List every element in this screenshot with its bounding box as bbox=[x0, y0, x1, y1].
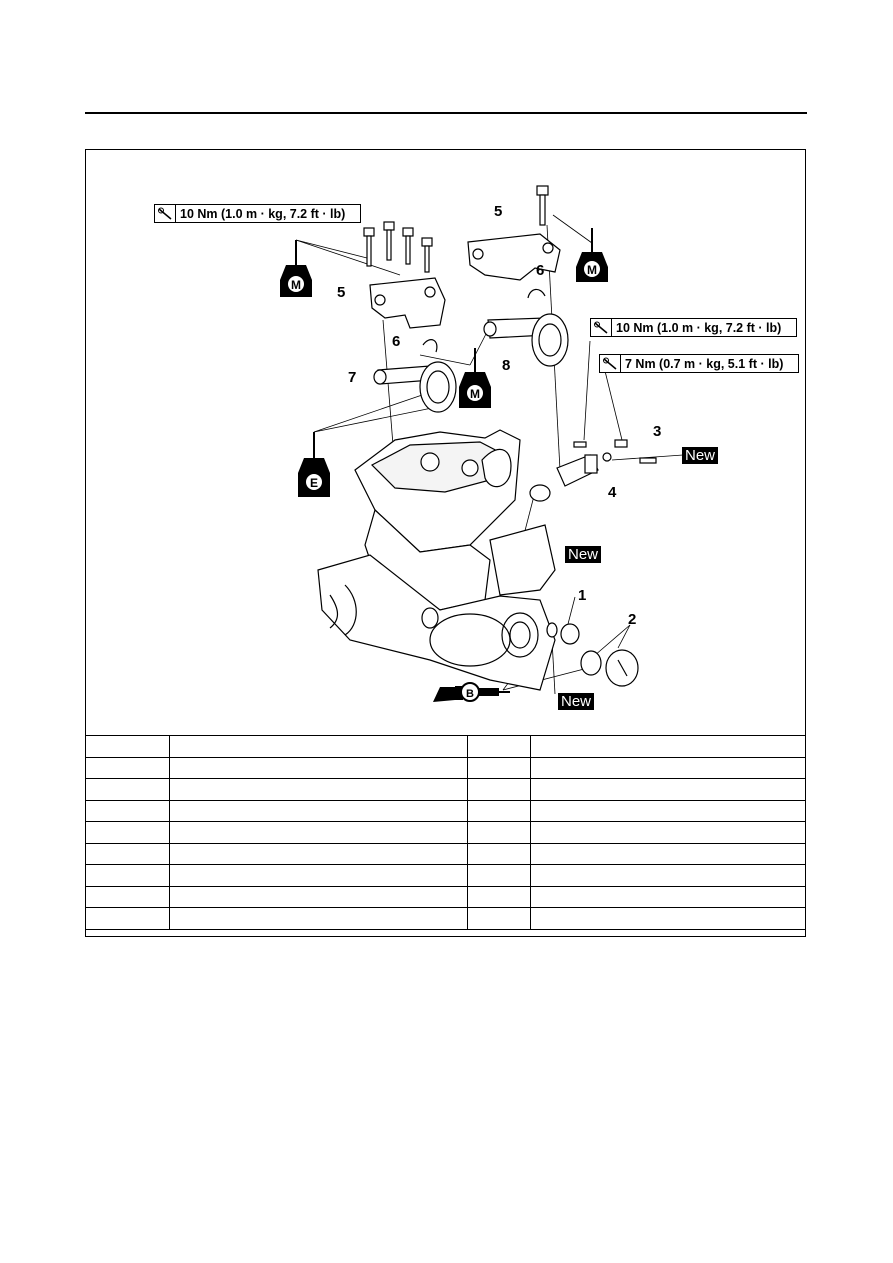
svg-text:M: M bbox=[291, 278, 301, 292]
callout-number: 7 bbox=[348, 369, 357, 386]
torque-spec: 10 Nm (1.0 m · kg, 7.2 ft · lb) bbox=[590, 318, 797, 337]
svg-text:M: M bbox=[587, 263, 597, 277]
moly-oil-icon: M bbox=[280, 240, 312, 297]
cap-bolts bbox=[363, 185, 549, 273]
page-header-rule bbox=[85, 112, 807, 114]
callout-number: 4 bbox=[608, 484, 617, 501]
camshaft-cap-left bbox=[369, 277, 446, 329]
callout-number: 5 bbox=[494, 203, 503, 220]
moly-oil-icon: M bbox=[459, 348, 491, 408]
torque-wrench-icon bbox=[155, 205, 176, 222]
moly-oil-icon: M bbox=[576, 228, 608, 282]
clip-left bbox=[422, 339, 438, 353]
exhaust-camshaft bbox=[373, 361, 457, 413]
table-row bbox=[85, 864, 806, 887]
table-row bbox=[85, 821, 806, 844]
callout-number: 6 bbox=[536, 262, 545, 279]
timing-chain-tensioner bbox=[529, 439, 657, 502]
svg-text:M: M bbox=[470, 387, 480, 401]
engine-oil-icon: E bbox=[298, 432, 330, 497]
new-part-tag: New bbox=[682, 447, 719, 464]
cylinder-head bbox=[354, 429, 521, 553]
torque-spec: 10 Nm (1.0 m · kg, 7.2 ft · lb) bbox=[154, 204, 361, 223]
torque-text: 10 Nm (1.0 m · kg, 7.2 ft · lb) bbox=[616, 320, 782, 335]
clip-right bbox=[527, 288, 546, 299]
plugs-and-orings bbox=[546, 622, 639, 687]
callout-number: 6 bbox=[392, 333, 401, 350]
table-row bbox=[85, 907, 806, 930]
parts-table bbox=[85, 735, 806, 930]
table-row bbox=[85, 735, 806, 758]
table-row bbox=[85, 842, 806, 865]
figure-frame bbox=[85, 149, 806, 937]
table-row bbox=[85, 756, 806, 779]
callout-number: 3 bbox=[653, 423, 662, 440]
callout-number: 8 bbox=[502, 357, 511, 374]
table-row bbox=[85, 799, 806, 822]
torque-wrench-icon bbox=[600, 355, 621, 372]
torque-text: 10 Nm (1.0 m · kg, 7.2 ft · lb) bbox=[180, 206, 346, 221]
callout-number: 5 bbox=[337, 284, 346, 301]
crankcase bbox=[317, 554, 556, 691]
torque-spec: 7 Nm (0.7 m · kg, 5.1 ft · lb) bbox=[599, 354, 799, 373]
new-part-tag: New bbox=[558, 693, 595, 710]
grease-b-icon: B bbox=[433, 682, 510, 702]
svg-text:E: E bbox=[310, 476, 318, 490]
table-row bbox=[85, 885, 806, 908]
camshaft-cap-right bbox=[467, 233, 561, 281]
torque-text: 7 Nm (0.7 m · kg, 5.1 ft · lb) bbox=[625, 356, 784, 371]
torque-wrench-icon bbox=[591, 319, 612, 336]
callout-number: 1 bbox=[578, 587, 587, 604]
svg-text:B: B bbox=[466, 688, 474, 700]
intake-camshaft bbox=[483, 313, 569, 367]
table-row bbox=[85, 778, 806, 801]
callout-number: 2 bbox=[628, 611, 637, 628]
new-part-tag: New bbox=[565, 546, 602, 563]
